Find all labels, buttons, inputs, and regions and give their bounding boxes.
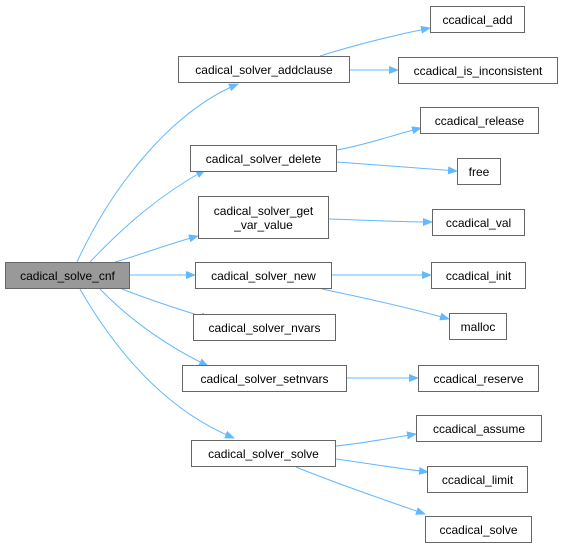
edge-solve-to-ccadical_limit (335, 458, 429, 475)
node-ccadical-is-inconsistent[interactable]: ccadical_is_inconsistent (398, 57, 558, 84)
edge-solve-to-ccadical_assume (335, 431, 417, 447)
node-free[interactable]: free (457, 158, 501, 185)
node-ccadical-reserve[interactable]: ccadical_reserve (418, 365, 539, 392)
edge-root-to-addclause (76, 83, 239, 263)
node-ccadical-release[interactable]: ccadical_release (420, 107, 539, 134)
node-ccadical-add[interactable]: ccadical_add (430, 6, 525, 33)
edge-new-to-malloc (321, 288, 450, 321)
edge-solve-to-ccadical_solve (295, 466, 426, 515)
node-cadical-solver-new[interactable]: cadical_solver_new (195, 262, 332, 289)
node-malloc[interactable]: malloc (449, 313, 507, 340)
node-ccadical-init[interactable]: ccadical_init (431, 262, 526, 289)
edge-delete-to-ccadical_release (336, 126, 422, 151)
node-label-line-1: cadical_solver_get (213, 203, 314, 218)
node-label-line-2: _var_value (234, 217, 293, 232)
edge-root-to-delete (89, 169, 206, 263)
node-cadical-solver-setnvars[interactable]: cadical_solver_setnvars (182, 365, 347, 392)
edge-root-to-solve (79, 288, 235, 439)
node-cadical-solver-addclause[interactable]: cadical_solver_addclause (178, 56, 350, 83)
node-ccadical-limit[interactable]: ccadical_limit (427, 466, 528, 493)
node-cadical-solver-get-var-value[interactable]: cadical_solver_get _var_value (198, 196, 329, 239)
edge-addclause-to-ccadical_add (319, 25, 431, 57)
node-ccadical-val[interactable]: ccadical_val (432, 209, 525, 236)
node-cadical-solve-cnf[interactable]: cadical_solve_cnf (5, 262, 130, 289)
edge-getvar-to-ccadical_val (328, 217, 433, 226)
edge-root-to-getvar (114, 234, 199, 263)
node-cadical-solver-delete[interactable]: cadical_solver_delete (190, 145, 337, 172)
node-cadical-solver-nvars[interactable]: cadical_solver_nvars (193, 314, 336, 341)
node-cadical-solver-solve[interactable]: cadical_solver_solve (191, 440, 336, 467)
edge-root-to-setnvars (99, 288, 209, 367)
node-ccadical-assume[interactable]: ccadical_assume (416, 415, 542, 442)
node-ccadical-solve[interactable]: ccadical_solve (425, 516, 532, 543)
edge-delete-to-free (336, 161, 458, 175)
